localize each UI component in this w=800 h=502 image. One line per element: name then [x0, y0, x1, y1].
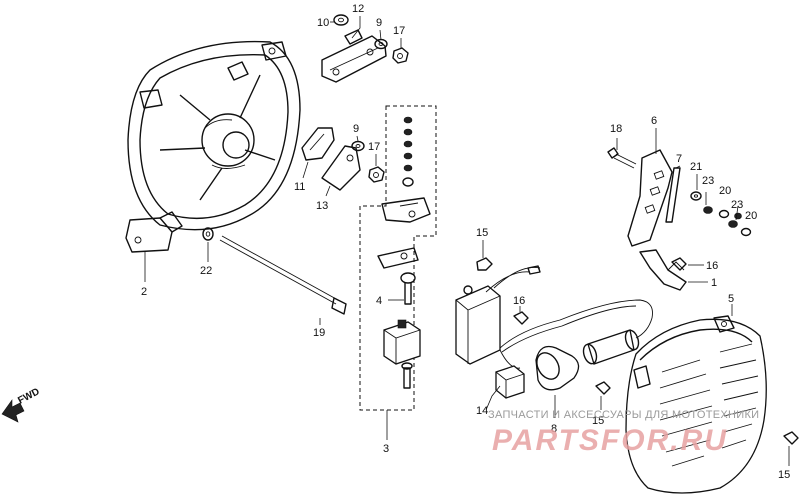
label-20-b: 20 — [745, 210, 757, 222]
label-5: 5 — [728, 293, 734, 305]
label-3: 3 — [383, 443, 389, 455]
fwd-direction-indicator: FWD — [1, 386, 42, 423]
washer-9-top — [374, 38, 388, 50]
bracket-plate — [321, 29, 387, 83]
screw-16-mid — [513, 306, 529, 325]
socket-connector — [383, 319, 421, 365]
label-12: 12 — [352, 3, 364, 15]
fan-housing — [125, 40, 301, 282]
cdi-unit-14 — [455, 265, 541, 365]
label-2: 2 — [141, 286, 147, 298]
label-13: 13 — [316, 200, 328, 212]
watermark-tagline: ЗАПЧАСТИ И АКСЕССУАРЫ ДЛЯ МОТОТЕХНИКИ — [488, 409, 759, 421]
label-16-right: 16 — [706, 260, 718, 272]
bolt-18 — [607, 147, 637, 169]
label-4: 4 — [376, 295, 382, 307]
small-hardware-column — [402, 116, 414, 187]
label-16-mid: 16 — [513, 295, 525, 307]
fwd-arrow-icon — [1, 399, 25, 423]
clamp-1 — [639, 249, 708, 291]
label-17-top: 17 — [393, 25, 405, 37]
wiring-harness — [499, 299, 653, 369]
label-18: 18 — [610, 123, 622, 135]
plate-7 — [665, 167, 681, 223]
washer-9-mid — [351, 140, 365, 152]
nut-17-top — [392, 47, 409, 64]
stay-6 — [627, 149, 673, 247]
washer-10 — [333, 14, 349, 26]
label-7: 7 — [676, 153, 682, 165]
label-17-mid: 17 — [368, 141, 380, 153]
condenser-8 — [535, 345, 580, 418]
bolt-bottom — [401, 362, 413, 389]
label-20-a: 20 — [719, 185, 731, 197]
clip-11 — [301, 127, 335, 161]
plate-insulator — [377, 247, 419, 269]
leader-lines — [302, 16, 739, 411]
fwd-label: FWD — [16, 386, 41, 406]
label-23-b: 23 — [731, 199, 743, 211]
watermark: ЗАПЧАСТИ И АКСЕССУАРЫ ДЛЯ МОТОТЕХНИКИ PA… — [488, 409, 759, 457]
screw-16-right — [671, 257, 704, 271]
bracket-13 — [321, 145, 361, 191]
label-9-top: 9 — [376, 17, 382, 29]
bolt-15-mid — [595, 381, 611, 410]
label-8: 8 — [551, 423, 557, 435]
label-11: 11 — [294, 181, 305, 193]
label-22: 22 — [200, 265, 212, 277]
cover-5 — [625, 304, 767, 494]
label-15-lower: 15 — [778, 469, 790, 481]
watermark-logo-text: PARTSFOR.RU — [492, 424, 728, 457]
part-labels: 10 12 9 17 9 17 11 13 2 22 19 4 3 15 16 … — [141, 3, 790, 481]
label-19: 19 — [313, 327, 325, 339]
label-1: 1 — [711, 277, 717, 289]
bracket-stay — [381, 197, 431, 223]
capacitor-cylinder — [582, 317, 653, 365]
label-23-a: 23 — [702, 175, 714, 187]
long-bolt-19 — [219, 235, 347, 325]
label-15-mid: 15 — [592, 415, 604, 427]
label-15-upper: 15 — [476, 227, 488, 239]
connector-block — [495, 365, 525, 399]
washer-22 — [202, 227, 214, 262]
bolt-15-upper — [476, 240, 493, 271]
group-3-frame — [359, 105, 437, 440]
label-10: 10 — [317, 17, 329, 29]
label-21: 21 — [690, 161, 702, 173]
screw-4 — [388, 272, 416, 305]
label-6: 6 — [651, 115, 657, 127]
nut-17-mid — [368, 166, 385, 183]
label-14: 14 — [476, 405, 488, 417]
bolt-15-lower — [783, 431, 799, 466]
label-9-mid: 9 — [353, 123, 359, 135]
